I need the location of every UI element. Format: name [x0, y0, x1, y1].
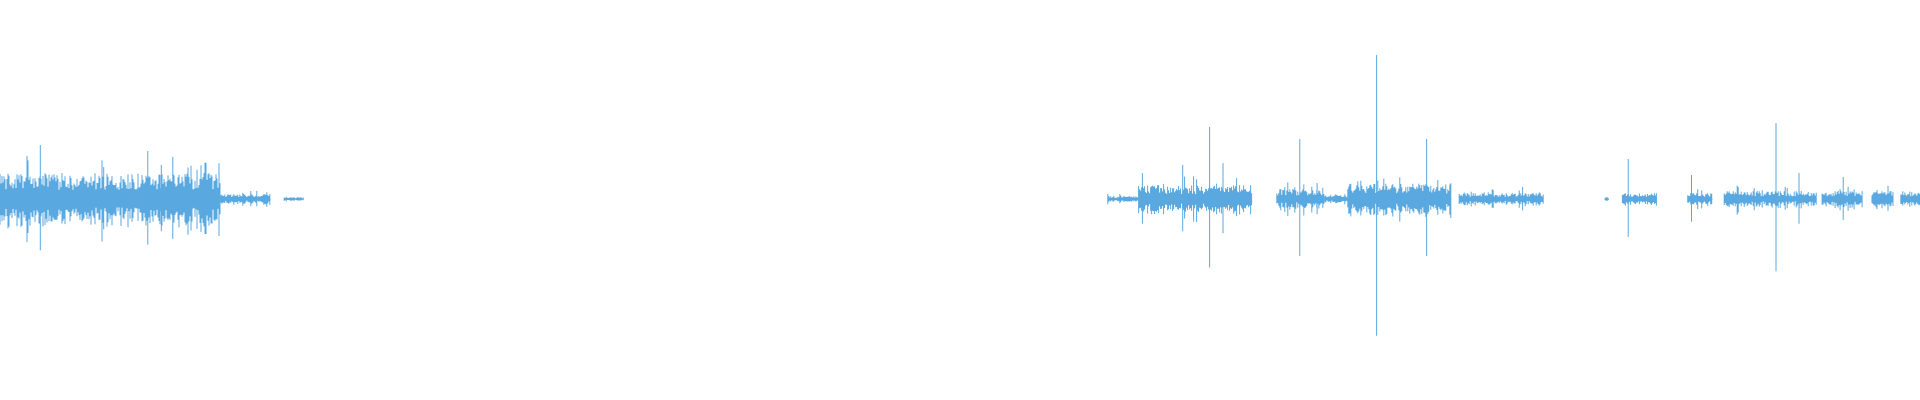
waveform-segment: [1821, 177, 1863, 220]
waveform-body: [1347, 177, 1452, 222]
waveform-body: [1324, 194, 1349, 205]
waveform-segment: [1276, 139, 1325, 256]
waveform-body: [1900, 191, 1920, 207]
waveform-body: [1604, 197, 1609, 201]
waveform-segment: [1138, 127, 1253, 268]
waveform-segment: [1347, 55, 1452, 336]
waveform-segment: [1723, 123, 1817, 272]
waveform-body: [1821, 186, 1863, 211]
waveform-segment: [1324, 194, 1349, 205]
waveform-body: [1621, 193, 1657, 206]
waveform-segments: [0, 55, 1920, 336]
waveform-segment: [1107, 194, 1139, 205]
waveform-segment: [1458, 187, 1544, 211]
waveform-body: [1107, 194, 1139, 205]
waveform-body: [1458, 189, 1544, 208]
waveform-segment: [1900, 191, 1920, 207]
waveform-segment: [1621, 159, 1657, 237]
waveform-body: [1687, 189, 1713, 209]
waveform-segment: [0, 145, 221, 251]
waveform-segment: [1871, 185, 1894, 211]
waveform-body: [1138, 176, 1253, 223]
waveform-body: [283, 196, 304, 202]
waveform-segment: [1604, 197, 1609, 201]
waveform-body: [1276, 182, 1325, 217]
waveform-body: [220, 190, 271, 207]
waveform-body: [1871, 185, 1894, 211]
waveform-segment: [220, 190, 271, 207]
waveform-segment: [283, 196, 304, 202]
waveform-segment: [1687, 175, 1713, 222]
